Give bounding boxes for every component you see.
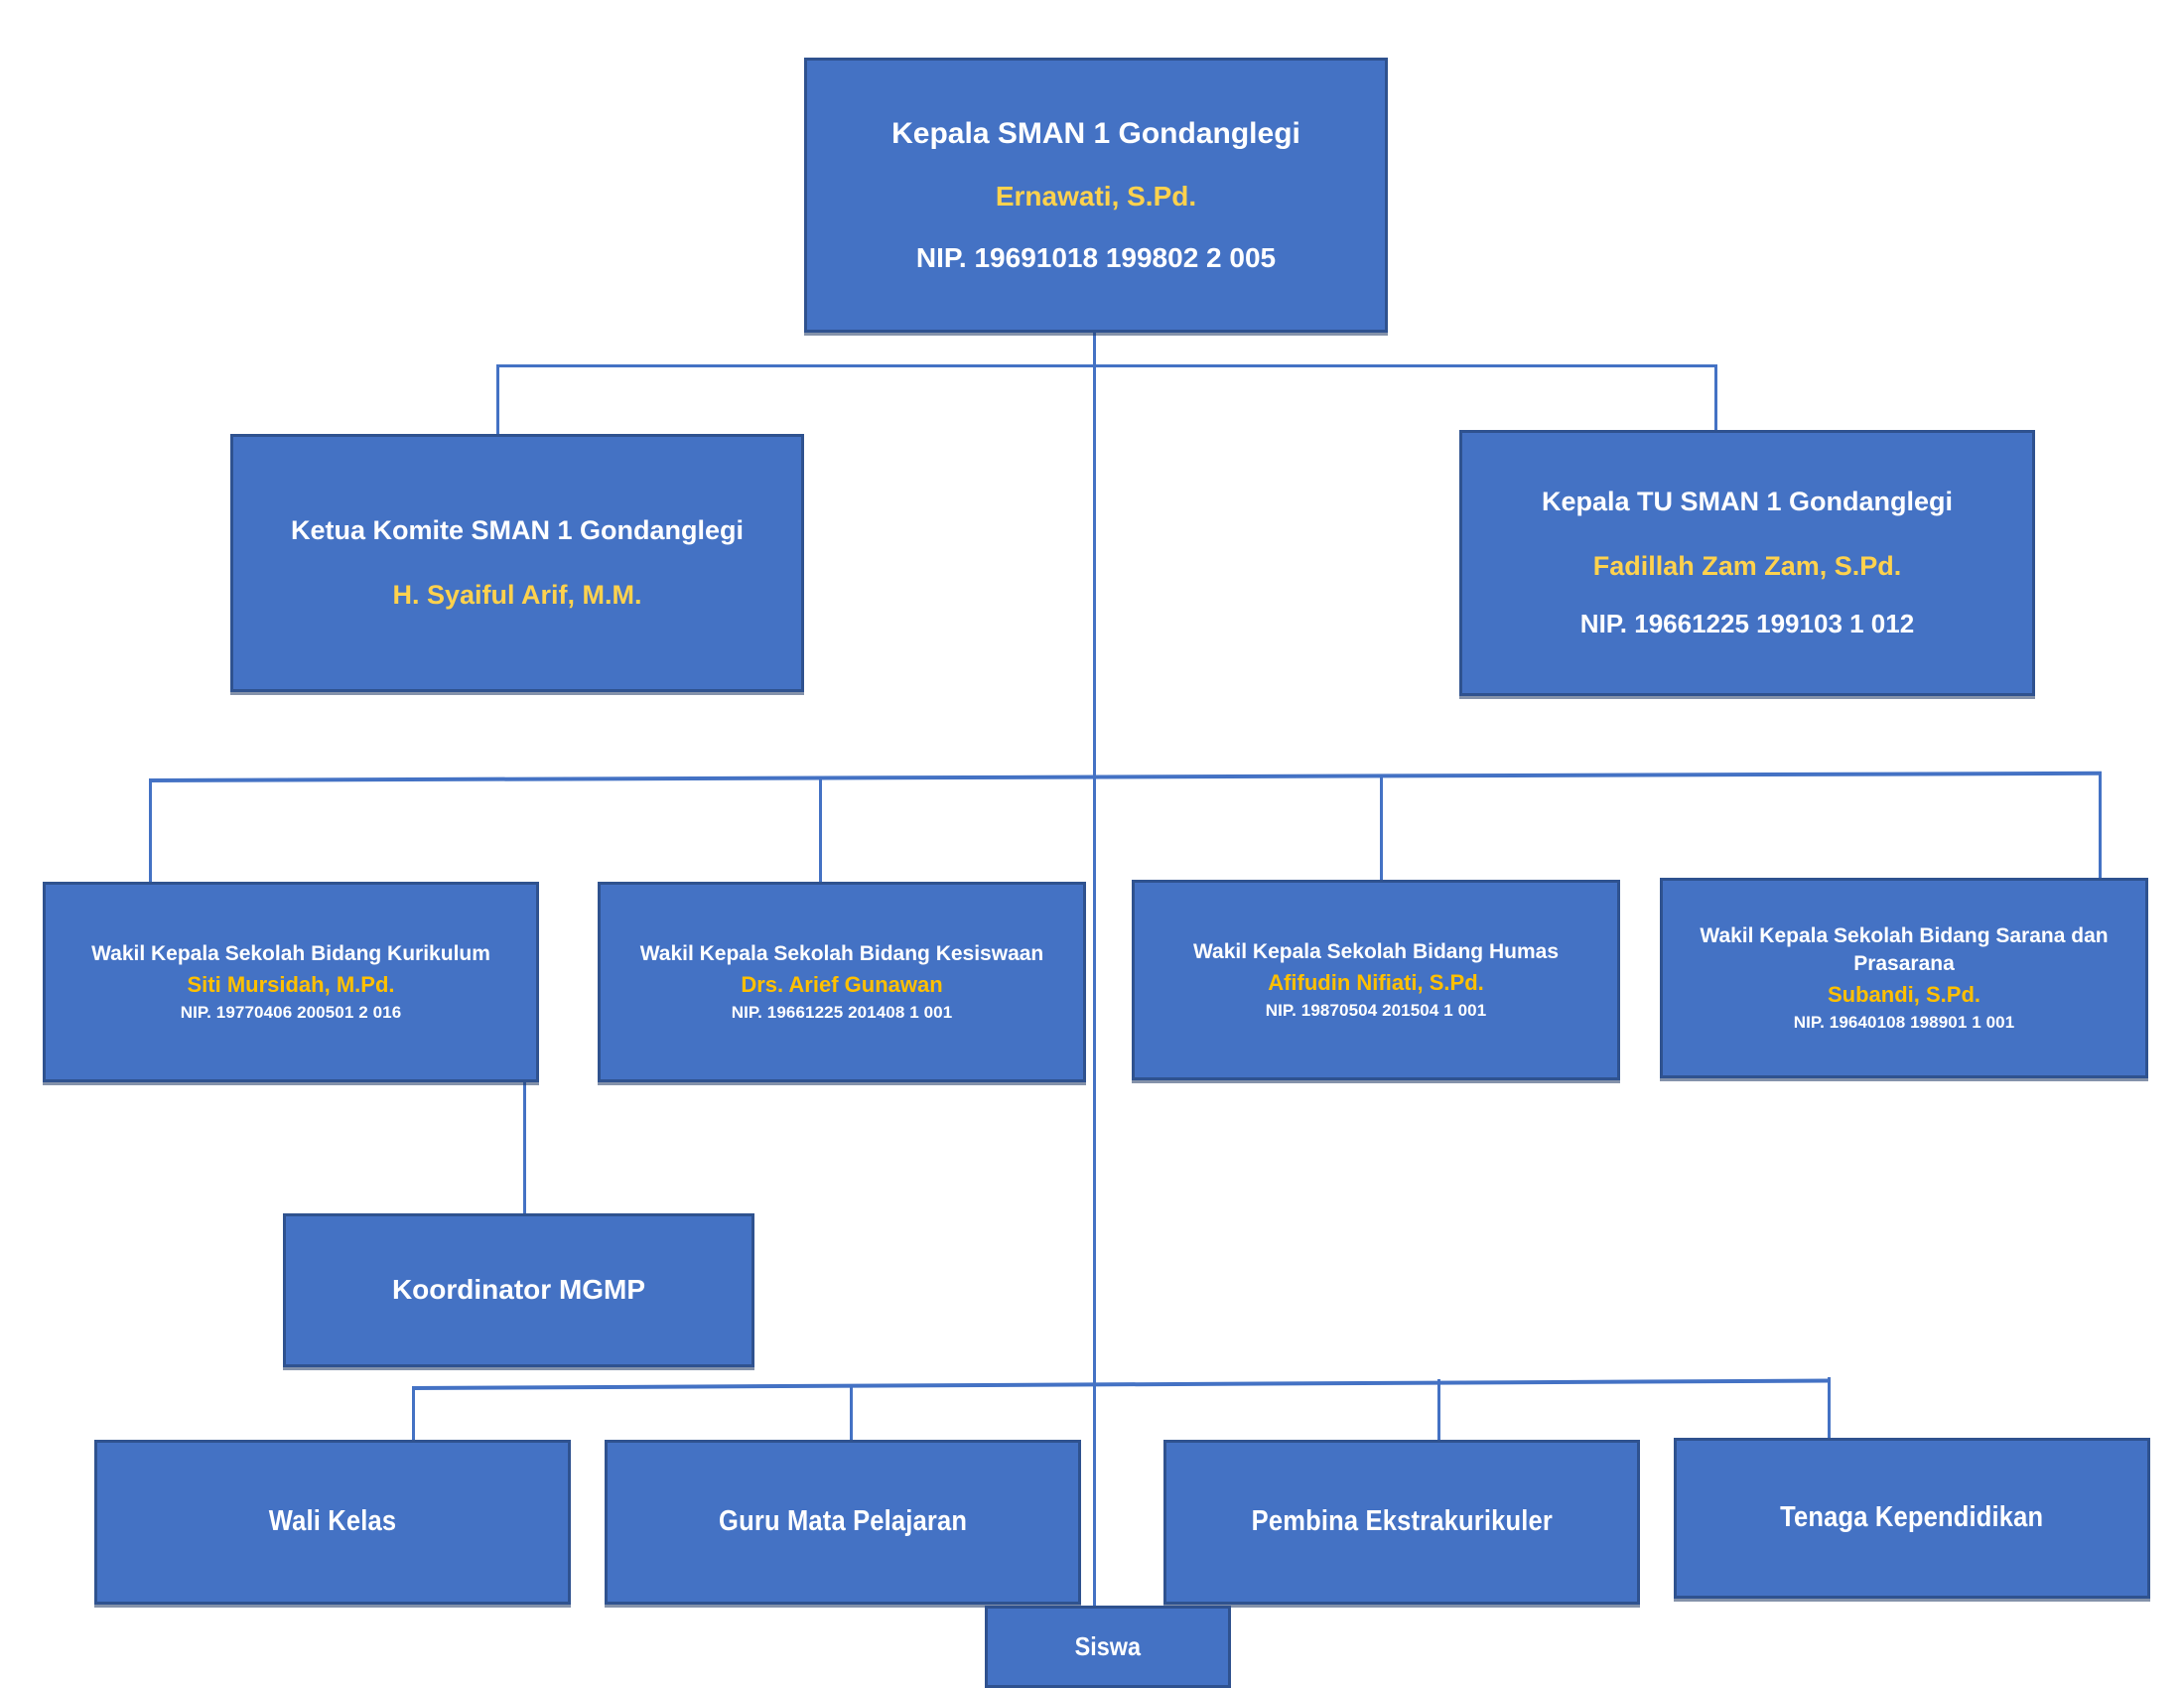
- node-nip: NIP. 19870504 201504 1 001: [1265, 1000, 1487, 1020]
- node-person-name: Subandi, S.Pd.: [1827, 981, 1980, 1007]
- node-pembina-ekstrakurikuler[interactable]: Pembina Ekstrakurikuler: [1163, 1440, 1640, 1605]
- node-title: Koordinator MGMP: [391, 1274, 646, 1306]
- connector-row3-bus: [148, 771, 2102, 782]
- node-guru-mata-pelajaran[interactable]: Guru Mata Pelajaran: [605, 1440, 1081, 1605]
- node-person-name: H. Syaiful Arif, M.M.: [392, 580, 642, 610]
- node-wakil-humas[interactable]: Wakil Kepala Sekolah Bidang Humas Afifud…: [1132, 880, 1620, 1080]
- node-title: Kepala TU SMAN 1 Gondanglegi: [1541, 487, 1954, 516]
- node-title: Siswa: [1074, 1630, 1142, 1661]
- connector-main-spine: [1093, 328, 1096, 1609]
- node-wakil-kesiswaan[interactable]: Wakil Kepala Sekolah Bidang Kesiswaan Dr…: [598, 882, 1086, 1082]
- node-person-name: Afifudin Nifiati, S.Pd.: [1268, 970, 1484, 996]
- node-title: Wakil Kepala Sekolah Bidang Sarana dan P…: [1700, 924, 2109, 975]
- node-title: Wali Kelas: [268, 1505, 397, 1538]
- connector-row3-drop-4: [2099, 772, 2102, 882]
- node-title: Guru Mata Pelajaran: [718, 1505, 968, 1538]
- node-wali-kelas[interactable]: Wali Kelas: [94, 1440, 571, 1605]
- node-person-name: Drs. Arief Gunawan: [741, 972, 943, 998]
- node-nip: NIP. 19661225 201408 1 001: [731, 1002, 953, 1022]
- node-wakil-kurikulum[interactable]: Wakil Kepala Sekolah Bidang Kurikulum Si…: [43, 882, 539, 1082]
- node-person-name: Siti Mursidah, M.Pd.: [187, 972, 395, 998]
- node-tenaga-kependidikan[interactable]: Tenaga Kependidikan: [1674, 1438, 2150, 1599]
- connector-bottom-drop-4: [1828, 1377, 1831, 1440]
- node-title: Kepala SMAN 1 Gondanglegi: [891, 116, 1300, 150]
- node-kepala-tata-usaha[interactable]: Kepala TU SMAN 1 Gondanglegi Fadillah Za…: [1459, 430, 2035, 696]
- connector-koordinator-stem: [523, 1082, 526, 1215]
- connector-bottom-drop-1: [412, 1386, 415, 1440]
- connector-bottom-drop-2: [850, 1384, 853, 1440]
- node-person-name: Fadillah Zam Zam, S.Pd.: [1592, 551, 1902, 582]
- node-nip: NIP. 19770406 200501 2 016: [180, 1002, 402, 1022]
- node-title: Wakil Kepala Sekolah Bidang Kesiswaan: [639, 942, 1044, 965]
- node-nip: NIP. 19691018 199802 2 005: [915, 242, 1277, 273]
- node-wakil-sarana-prasarana[interactable]: Wakil Kepala Sekolah Bidang Sarana dan P…: [1660, 878, 2148, 1078]
- connector-row3-drop-3: [1380, 774, 1383, 882]
- node-koordinator-mgmp[interactable]: Koordinator MGMP: [283, 1213, 754, 1367]
- node-title: Tenaga Kependidikan: [1780, 1501, 2044, 1534]
- node-title: Wakil Kepala Sekolah Bidang Humas: [1193, 940, 1559, 963]
- node-title: Ketua Komite SMAN 1 Gondanglegi: [290, 514, 745, 545]
- node-kepala-sekolah[interactable]: Kepala SMAN 1 Gondanglegi Ernawati, S.Pd…: [804, 58, 1388, 333]
- connector-row2-bus: [496, 364, 1717, 367]
- node-nip: NIP. 19661225 199103 1 012: [1579, 609, 1915, 639]
- node-siswa[interactable]: Siswa: [985, 1606, 1231, 1688]
- node-title: Pembina Ekstrakurikuler: [1251, 1505, 1553, 1538]
- node-ketua-komite[interactable]: Ketua Komite SMAN 1 Gondanglegi H. Syaif…: [230, 434, 804, 692]
- node-nip: NIP. 19640108 198901 1 001: [1793, 1012, 2015, 1032]
- node-title: Wakil Kepala Sekolah Bidang Kurikulum: [91, 942, 490, 965]
- connector-row2-drop-left: [496, 364, 499, 436]
- connector-row3-drop-2: [819, 776, 822, 882]
- node-person-name: Ernawati, S.Pd.: [995, 180, 1197, 211]
- connector-row3-drop-1: [149, 778, 152, 882]
- connector-bottom-bus: [411, 1378, 1830, 1390]
- connector-bottom-drop-3: [1437, 1379, 1440, 1440]
- connector-row2-drop-right: [1714, 364, 1717, 436]
